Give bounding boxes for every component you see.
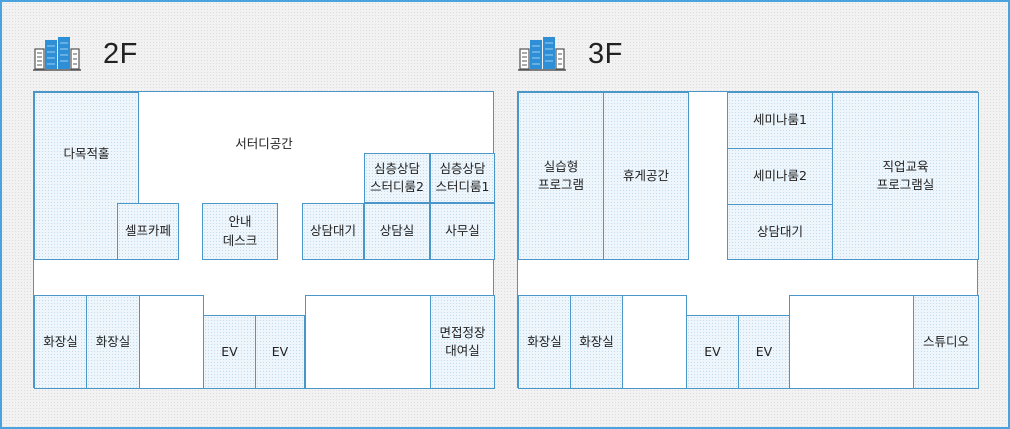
room-restroom-3f-b: 화장실 [570, 295, 623, 389]
floor-3f-header: 3F [518, 37, 623, 71]
room-seminar-1: 세미나룸1 [727, 92, 833, 149]
room-practice-program: 실습형 프로그램 [518, 92, 604, 260]
room-ev-2f-1: EV [203, 315, 256, 389]
floor-2f-plan: 다목적홀 서터디공간 셀프카페 안내 데스크 상담대기 심층상담 스터디룸2 심… [33, 91, 495, 389]
room-self-cafe: 셀프카페 [117, 203, 179, 260]
room-consult: 상담실 [364, 203, 430, 260]
room-vocational-program: 직업교육 프로그램실 [832, 92, 979, 260]
room-suit-rental: 면접정장 대여실 [430, 295, 495, 389]
room-info-desk: 안내 데스크 [202, 203, 278, 260]
room-deep-study-2: 심층상담 스터디룸2 [364, 153, 430, 203]
room-studio: 스튜디오 [913, 295, 979, 389]
room-blank-3f-a [622, 295, 687, 389]
building-icon [518, 37, 566, 71]
building-icon [33, 37, 81, 71]
floor-2f-title: 2F [103, 37, 138, 70]
room-ev-3f-2: EV [738, 315, 790, 389]
room-lounge: 휴게공간 [603, 92, 689, 260]
room-ev-2f-2: EV [255, 315, 305, 389]
room-ev-3f-1: EV [686, 315, 739, 389]
room-restroom-2f-b: 화장실 [86, 295, 140, 389]
room-waiting-2f: 상담대기 [302, 203, 364, 260]
room-office: 사무실 [430, 203, 495, 260]
room-blank-2f-a [139, 295, 204, 389]
room-study-space: 서터디공간 [235, 136, 293, 151]
floor-3f-plan: 실습형 프로그램 휴게공간 세미나룸1 세미나룸2 상담대기 직업교육 프로그램… [517, 91, 979, 389]
room-restroom-2f-a: 화장실 [34, 295, 87, 389]
floor-2f-header: 2F [33, 37, 138, 71]
room-waiting-3f: 상담대기 [727, 204, 833, 260]
room-deep-study-1: 심층상담 스터디룸1 [430, 153, 495, 203]
room-restroom-3f-a: 화장실 [518, 295, 571, 389]
room-blank-2f-b [305, 295, 431, 389]
floor-3f-title: 3F [588, 37, 623, 70]
room-blank-3f-b [789, 295, 914, 389]
room-seminar-2: 세미나룸2 [727, 148, 833, 205]
